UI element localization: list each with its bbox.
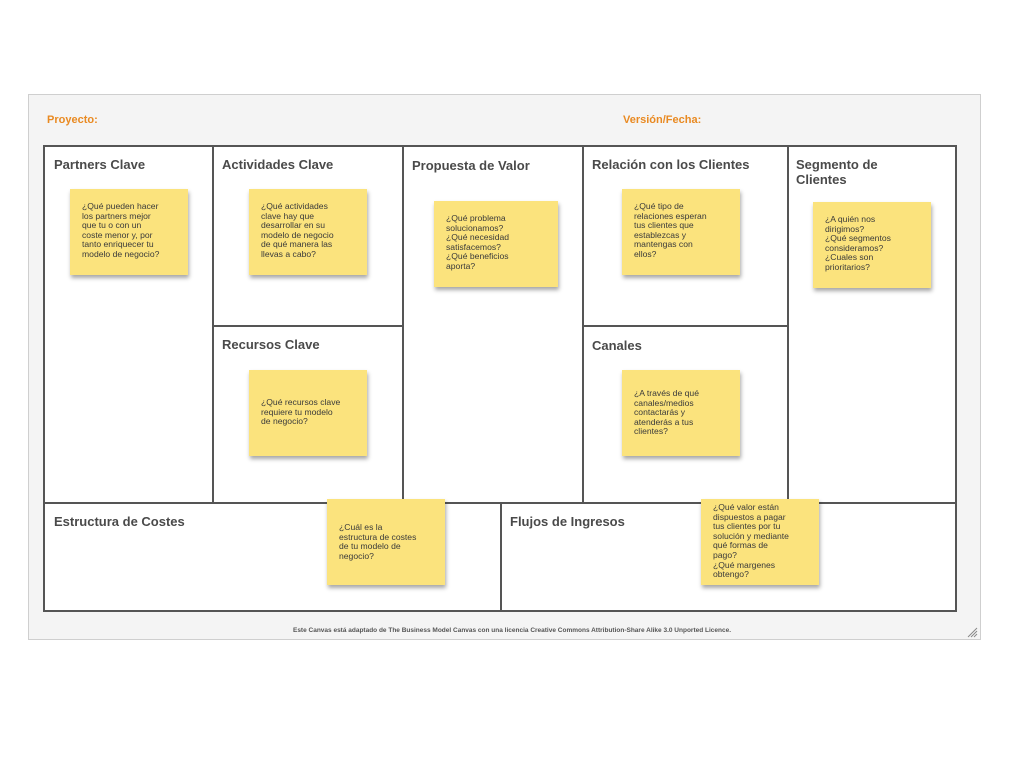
relations-title: Relación con los Clientes <box>592 157 750 172</box>
divider-costs-revenue <box>500 502 502 610</box>
project-label: Proyecto: <box>47 114 98 126</box>
sticky-note-line: llevas a cabo? <box>261 248 316 259</box>
sticky-note-line: estructura de costes <box>339 531 417 542</box>
sticky-note-line: de tu modelo de <box>339 541 401 552</box>
sticky-note-line: ¿Qué pueden hacer <box>82 201 159 211</box>
sticky-note-line: qué formas de <box>713 540 768 551</box>
sticky-note-line: negocio? <box>339 550 374 561</box>
sticky-note-line: prioritarios? <box>825 261 870 272</box>
sticky-note-line: ¿Qué margenes <box>713 559 776 570</box>
sticky-note-line: ¿Qué recursos clave <box>261 397 341 407</box>
value-title: Propuesta de Valor <box>412 158 530 173</box>
sticky-note-line: tus clientes por tu <box>713 521 781 532</box>
sticky-note-line: ¿Qué tipo de <box>634 201 684 211</box>
sticky-note-line: solución y mediante <box>713 530 789 541</box>
sticky-note-line: mantengas con <box>634 239 693 250</box>
segments-title: Segmento de Clientes <box>796 157 878 187</box>
sticky-note-line: solucionamos? <box>446 222 504 233</box>
sticky-note-line: ¿Qué beneficios <box>446 251 509 262</box>
sticky-note-line: desarrollar en su <box>261 220 326 231</box>
resources-title: Recursos Clave <box>222 337 320 352</box>
sticky-note-line: ¿A través de qué <box>634 388 699 398</box>
divider-relations-channels <box>582 325 789 327</box>
sticky-note-line: modelo de negocio? <box>82 248 160 259</box>
version-date-label: Versión/Fecha: <box>623 114 702 126</box>
sticky-note-line: dispuestos a pagar <box>713 511 786 522</box>
sticky-note-line: ellos? <box>634 248 657 259</box>
sticky-note-line: ¿Qué actividades <box>261 201 328 211</box>
sticky-note-line: consideramos? <box>825 242 884 253</box>
sticky-note-line: tanto enriquecer tu <box>82 239 154 250</box>
segments-title-line1: Segmento de <box>796 157 878 172</box>
sticky-note-line: contactarás y <box>634 407 686 418</box>
sticky-note-line: pago? <box>713 549 737 560</box>
sticky-note-line: aporta? <box>446 260 476 271</box>
segments-title-line2: Clientes <box>796 172 847 187</box>
sticky-note-line: ¿Cuales son <box>825 252 874 263</box>
sticky-note-line: coste menor y, por <box>82 229 153 240</box>
sticky-note-line: ¿Qué segmentos <box>825 233 891 244</box>
costs-title: Estructura de Costes <box>54 514 185 529</box>
sticky-note-line: modelo de negocio <box>261 229 334 240</box>
license-footer: Este Canvas está adaptado de The Busines… <box>292 627 732 634</box>
revenue-title: Flujos de Ingresos <box>510 514 625 529</box>
sticky-note-line: relaciones esperan <box>634 210 707 221</box>
sticky-note-line: establezcas y <box>634 229 687 240</box>
sticky-note-line: de qué manera las <box>261 239 333 250</box>
sticky-note-line: ¿A quién nos <box>825 214 876 224</box>
sticky-note-line: ¿Cuál es la <box>339 522 383 532</box>
sticky-note-line: satisfacemos? <box>446 241 501 252</box>
resize-grip-icon[interactable] <box>966 626 978 638</box>
divider-activities-resources <box>212 325 404 327</box>
partners-title: Partners Clave <box>54 157 146 172</box>
channels-title: Canales <box>592 338 642 353</box>
sticky-note-line: clave hay que <box>261 210 315 221</box>
sticky-note-line: canales/medios <box>634 397 694 408</box>
sticky-note-line: obtengo? <box>713 569 749 580</box>
sticky-note-line: los partners mejor <box>82 210 151 221</box>
sticky-note-line: clientes? <box>634 426 668 437</box>
sticky-note-line: ¿Qué valor están <box>713 502 779 512</box>
activities-title: Actividades Clave <box>222 157 334 172</box>
sticky-note-line: que tu o con un <box>82 220 142 231</box>
sticky-note-line: de negocio? <box>261 416 308 427</box>
sticky-note-line: dirigimos? <box>825 223 865 234</box>
sticky-note-line: requiere tu modelo <box>261 406 333 417</box>
sticky-note-line: tus clientes que <box>634 220 694 231</box>
sticky-note-line: atenderás a tus <box>634 416 694 427</box>
sticky-note-line: ¿Qué problema <box>446 213 506 223</box>
sticky-note-line: ¿Qué necesidad <box>446 232 510 243</box>
